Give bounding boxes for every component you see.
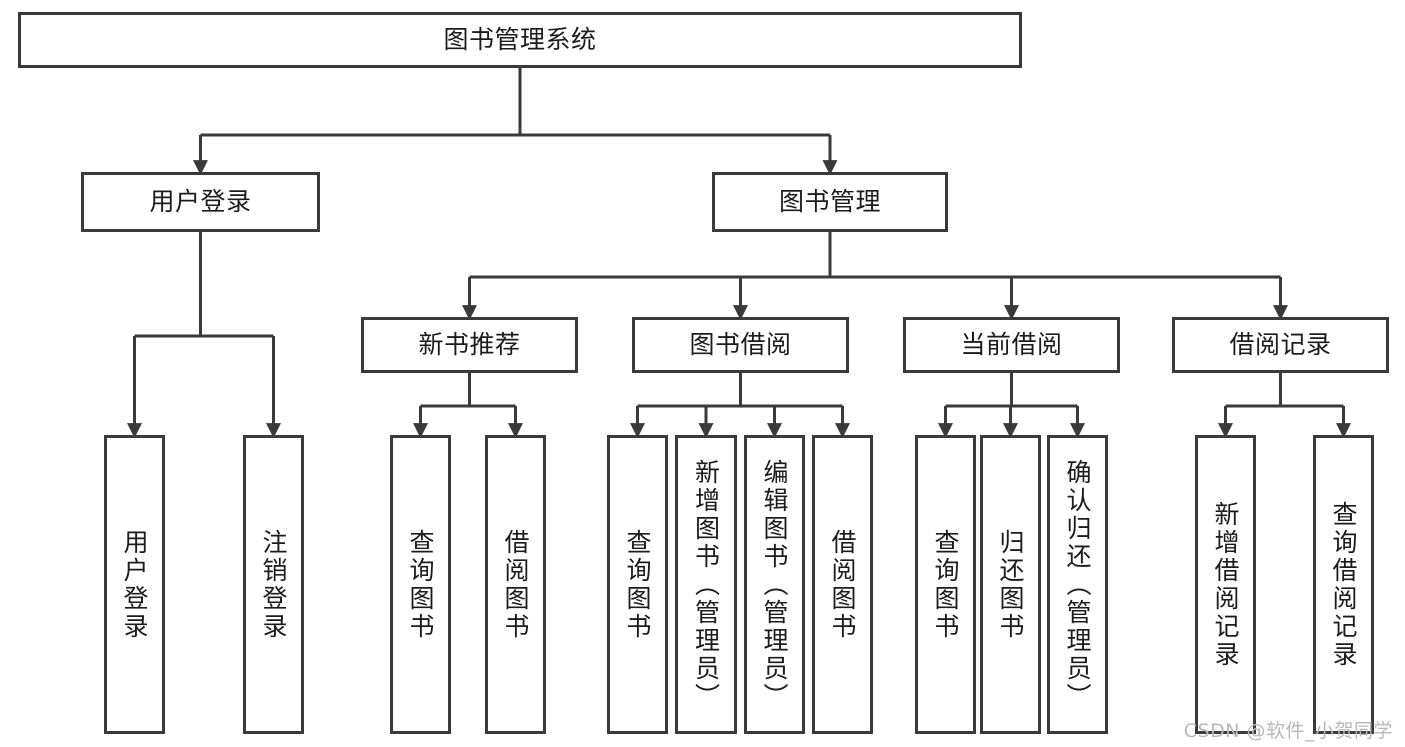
node-leaf-query-3: 查询图书 xyxy=(915,435,976,734)
node-leaf-query-2: 查询图书 xyxy=(607,435,668,734)
node-label: 查询图书 xyxy=(931,528,960,641)
node-leaf-edit-book: 编辑图书（管理员） xyxy=(744,435,805,734)
node-leaf-logout: 注销登录 xyxy=(243,435,304,734)
node-label: 当前借阅 xyxy=(960,330,1063,359)
node-label: 编辑图书（管理员） xyxy=(760,458,789,711)
node-label: 用户登录 xyxy=(120,528,149,641)
node-label: 注销登录 xyxy=(259,528,288,641)
node-label: 查询图书 xyxy=(406,528,435,641)
node-leaf-user-login: 用户登录 xyxy=(104,435,165,734)
node-leaf-return: 归还图书 xyxy=(980,435,1041,734)
node-label: 归还图书 xyxy=(996,528,1025,641)
node-user-login: 用户登录 xyxy=(81,172,320,232)
node-new-book-rec: 新书推荐 xyxy=(361,317,578,373)
node-leaf-query-1: 查询图书 xyxy=(390,435,451,734)
node-root: 图书管理系统 xyxy=(18,12,1022,68)
node-label: 图书管理 xyxy=(778,187,881,216)
node-leaf-add-rec: 新增借阅记录 xyxy=(1195,435,1256,734)
node-label: 借阅记录 xyxy=(1229,330,1332,359)
node-label: 查询图书 xyxy=(623,528,652,641)
node-leaf-add-book: 新增图书（管理员） xyxy=(675,435,737,734)
node-label: 新增借阅记录 xyxy=(1211,500,1240,669)
node-borrow-record: 借阅记录 xyxy=(1172,317,1389,373)
node-label: 借阅图书 xyxy=(501,528,530,641)
node-label: 查询借阅记录 xyxy=(1329,500,1358,669)
node-book-borrow: 图书借阅 xyxy=(632,317,849,373)
node-label: 新增图书（管理员） xyxy=(691,458,721,711)
watermark: CSDN @软件_小贺同学 xyxy=(1183,720,1393,742)
node-leaf-borrow-2: 借阅图书 xyxy=(812,435,873,734)
node-label: 图书借阅 xyxy=(689,330,792,359)
node-label: 用户登录 xyxy=(149,187,252,216)
node-label: 确认归还（管理员） xyxy=(1063,458,1092,711)
node-book-manage: 图书管理 xyxy=(712,172,948,232)
node-current-borrow: 当前借阅 xyxy=(903,317,1120,373)
node-leaf-query-rec: 查询借阅记录 xyxy=(1313,435,1374,734)
node-label: 图书管理系统 xyxy=(443,25,597,54)
node-label: 新书推荐 xyxy=(418,330,521,359)
node-leaf-borrow-1: 借阅图书 xyxy=(485,435,546,734)
node-leaf-confirm: 确认归还（管理员） xyxy=(1047,435,1108,734)
node-label: 借阅图书 xyxy=(828,528,857,641)
